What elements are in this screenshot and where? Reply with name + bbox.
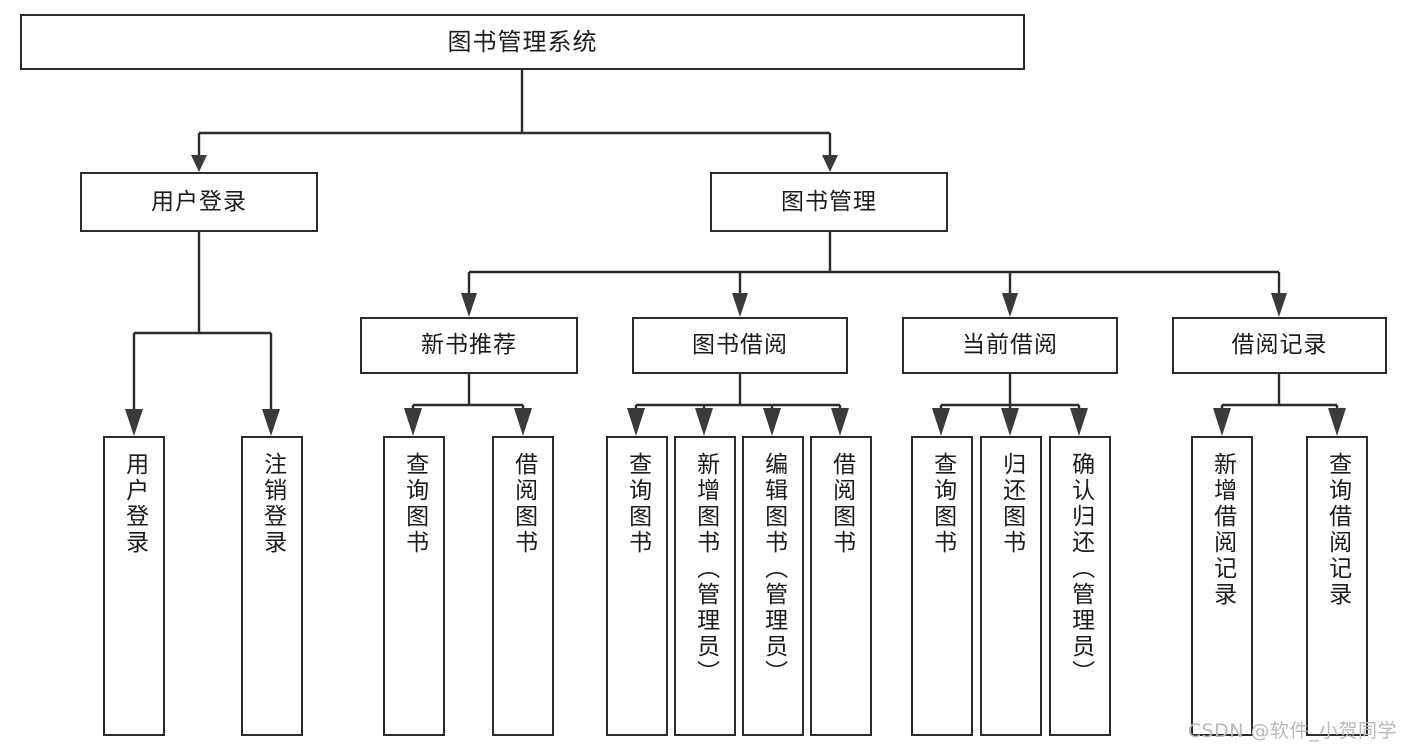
arrowhead-currentborrow-leaf-3 xyxy=(1070,408,1088,436)
arrowhead-current-borrow xyxy=(1002,293,1018,317)
node-current-borrow[interactable]: 当前借阅 xyxy=(902,317,1118,374)
arrowhead-new-book xyxy=(461,293,477,317)
arrowhead-currentborrow-leaf-1 xyxy=(932,408,950,436)
arrowhead-user-login xyxy=(191,155,207,172)
leaf-user-login[interactable]: 用户登录 xyxy=(103,436,165,736)
node-label: 图书借阅 xyxy=(692,332,788,358)
leaf-borrow-book[interactable]: 借阅图书 xyxy=(810,436,872,736)
arrowhead-leaf-logout xyxy=(262,409,280,436)
arrowhead-bookborrow-leaf-1 xyxy=(627,408,645,436)
arrowhead-borrowrecord-leaf-2 xyxy=(1328,408,1346,436)
arrowhead-bookborrow-leaf-3 xyxy=(763,408,781,436)
node-label: 查询图书 xyxy=(624,452,651,556)
node-label: 新增借阅记录 xyxy=(1209,452,1236,608)
arrowhead-book-borrow xyxy=(732,293,748,317)
node-label: 图书管理 xyxy=(781,188,877,215)
leaf-return-book[interactable]: 归还图书 xyxy=(980,436,1042,736)
arrowhead-borrow-record xyxy=(1271,293,1287,317)
node-label: 编辑图书（管理员） xyxy=(760,452,787,686)
leaf-query-book-recommend[interactable]: 查询图书 xyxy=(383,436,445,736)
leaf-add-borrow-record[interactable]: 新增借阅记录 xyxy=(1191,436,1253,736)
leaf-query-book-borrow[interactable]: 查询图书 xyxy=(606,436,668,736)
arrowhead-bookborrow-leaf-4 xyxy=(831,408,849,436)
leaf-edit-book-admin[interactable]: 编辑图书（管理员） xyxy=(742,436,804,736)
node-label: 新书推荐 xyxy=(421,332,517,358)
node-label: 注销登录 xyxy=(259,452,286,556)
arrowhead-newbook-leaf-2 xyxy=(514,408,532,436)
node-new-book-recommend[interactable]: 新书推荐 xyxy=(360,317,578,374)
leaf-add-book-admin[interactable]: 新增图书（管理员） xyxy=(674,436,736,736)
arrowhead-newbook-leaf-1 xyxy=(404,408,422,436)
node-book-borrow[interactable]: 图书借阅 xyxy=(632,317,848,374)
node-label: 借阅图书 xyxy=(828,452,855,556)
node-label: 用户登录 xyxy=(121,452,148,556)
leaf-borrow-book-recommend[interactable]: 借阅图书 xyxy=(492,436,554,736)
node-label: 归还图书 xyxy=(998,452,1025,556)
node-label: 图书管理系统 xyxy=(447,28,598,56)
node-label: 借阅记录 xyxy=(1231,332,1328,358)
node-label: 查询图书 xyxy=(401,452,428,556)
arrowhead-borrowrecord-leaf-1 xyxy=(1213,408,1231,436)
node-label: 借阅图书 xyxy=(510,452,537,556)
arrowhead-book-manage xyxy=(822,155,838,172)
leaf-query-borrow-record[interactable]: 查询借阅记录 xyxy=(1306,436,1368,736)
node-user-login[interactable]: 用户登录 xyxy=(80,172,318,232)
node-label: 查询借阅记录 xyxy=(1324,452,1351,608)
node-book-management[interactable]: 图书管理 xyxy=(710,172,948,232)
node-label: 用户登录 xyxy=(151,188,247,215)
arrowhead-leaf-user-login xyxy=(125,409,143,436)
arrowhead-currentborrow-leaf-2 xyxy=(1001,408,1019,436)
node-label: 确认归还（管理员） xyxy=(1067,452,1094,686)
node-label: 当前借阅 xyxy=(962,332,1058,358)
node-label: 查询图书 xyxy=(929,452,956,556)
node-label: 新增图书（管理员） xyxy=(692,452,719,686)
leaf-confirm-return-admin[interactable]: 确认归还（管理员） xyxy=(1049,436,1111,736)
leaf-logout[interactable]: 注销登录 xyxy=(241,436,303,736)
arrowhead-bookborrow-leaf-2 xyxy=(695,408,713,436)
leaf-query-book-current[interactable]: 查询图书 xyxy=(911,436,973,736)
node-borrow-record[interactable]: 借阅记录 xyxy=(1172,317,1387,374)
watermark-text: CSDN @软件_小贺同学 xyxy=(1187,720,1397,742)
node-root-book-management-system[interactable]: 图书管理系统 xyxy=(20,14,1025,70)
